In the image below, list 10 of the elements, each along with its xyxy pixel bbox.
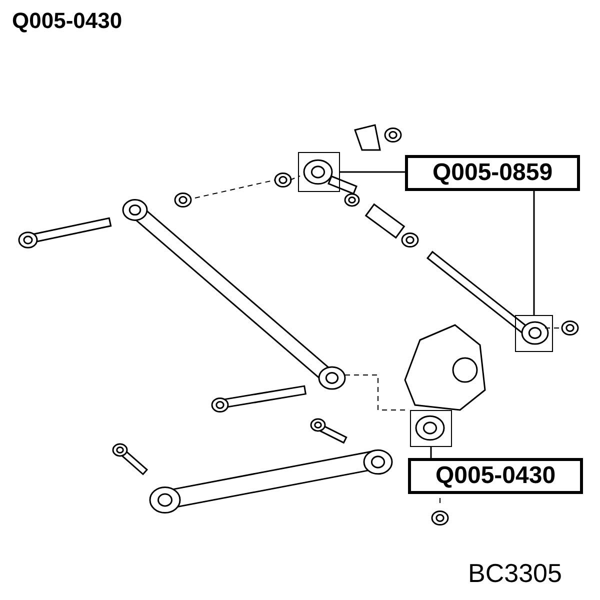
part-number: Q005-0430: [12, 8, 122, 34]
part-number-label: Q005-0859: [405, 155, 580, 191]
part-number-label: Q005-0430: [408, 458, 583, 494]
bushing-frame: [515, 315, 553, 352]
leader-line: [340, 171, 405, 173]
bushing-frame: [410, 410, 452, 447]
leader-line: [430, 447, 432, 458]
leader-line: [533, 191, 535, 315]
part-number: BC3305: [468, 558, 562, 589]
bushing-frame: [298, 152, 340, 192]
